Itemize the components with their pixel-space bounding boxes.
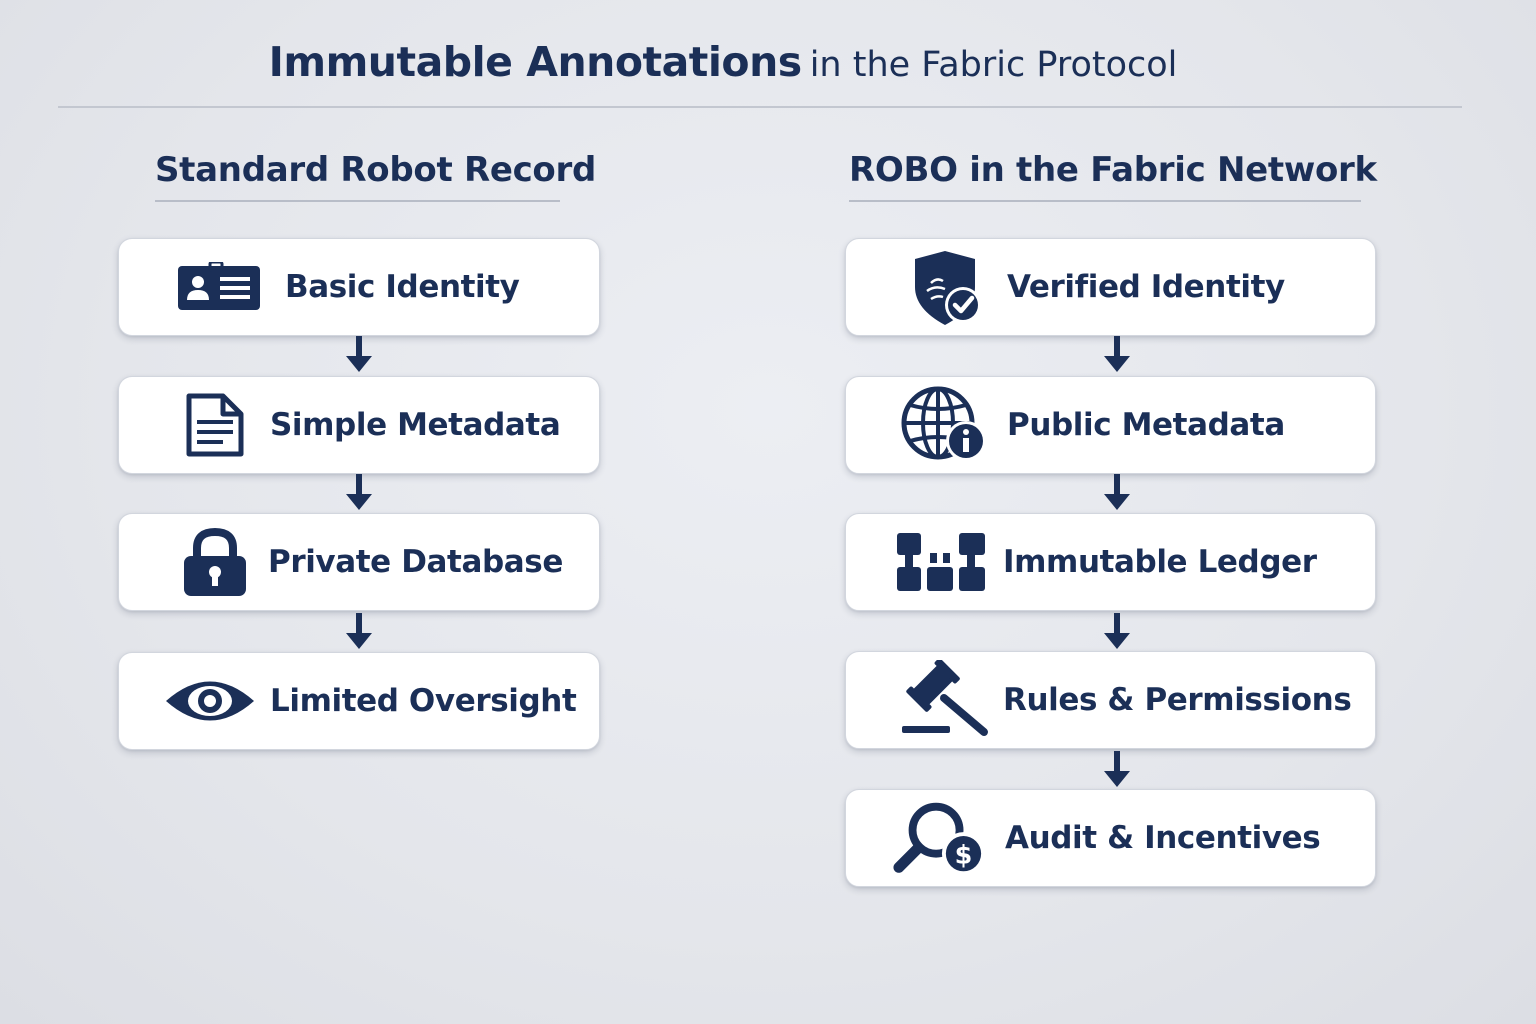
left-heading-underline xyxy=(155,200,560,202)
right-column-heading: ROBO in the Fabric Network xyxy=(849,150,1377,202)
card-label: Audit & Incentives xyxy=(1005,820,1321,856)
card-label: Limited Oversight xyxy=(270,683,577,719)
gavel-icon xyxy=(896,658,992,742)
card-audit-incentives: $ Audit & Incentives xyxy=(845,789,1376,887)
card-label: Immutable Ledger xyxy=(1003,544,1317,580)
ledger-blocks-icon xyxy=(893,520,989,604)
title-divider xyxy=(58,106,1462,108)
card-limited-oversight: Limited Oversight xyxy=(118,652,600,750)
card-label: Rules & Permissions xyxy=(1003,682,1352,718)
card-label: Public Metadata xyxy=(1007,407,1285,443)
title-rest: in the Fabric Protocol xyxy=(809,45,1178,85)
right-column-heading-text: ROBO in the Fabric Network xyxy=(849,150,1377,190)
globe-info-icon xyxy=(896,383,992,467)
padlock-icon xyxy=(167,520,263,604)
card-basic-identity: Basic Identity xyxy=(118,238,600,336)
left-column-heading: Standard Robot Record xyxy=(155,150,596,202)
card-simple-metadata: Simple Metadata xyxy=(118,376,600,474)
arrow-down-icon xyxy=(1104,336,1130,372)
arrow-down-icon xyxy=(1104,751,1130,787)
magnifier-dollar-icon: $ xyxy=(891,796,987,880)
card-public-metadata: Public Metadata xyxy=(845,376,1376,474)
arrow-down-icon xyxy=(346,474,372,510)
arrow-down-icon xyxy=(1104,474,1130,510)
card-label: Private Database xyxy=(268,544,563,580)
arrow-down-icon xyxy=(346,613,372,649)
card-rules-permissions: Rules & Permissions xyxy=(845,651,1376,749)
card-verified-identity: Verified Identity xyxy=(845,238,1376,336)
right-heading-underline xyxy=(849,200,1361,202)
left-column-heading-text: Standard Robot Record xyxy=(155,150,596,190)
card-label: Basic Identity xyxy=(285,269,520,305)
eye-icon xyxy=(162,659,258,743)
arrow-down-icon xyxy=(1104,613,1130,649)
document-icon xyxy=(167,383,263,467)
card-label: Verified Identity xyxy=(1007,269,1285,305)
card-private-database: Private Database xyxy=(118,513,600,611)
svg-text:$: $ xyxy=(955,840,973,870)
title-emphasis: Immutable Annotations xyxy=(268,38,803,86)
id-card-icon xyxy=(171,245,267,329)
shield-check-icon xyxy=(899,245,995,329)
card-label: Simple Metadata xyxy=(270,407,561,443)
card-immutable-ledger: Immutable Ledger xyxy=(845,513,1376,611)
arrow-down-icon xyxy=(346,336,372,372)
